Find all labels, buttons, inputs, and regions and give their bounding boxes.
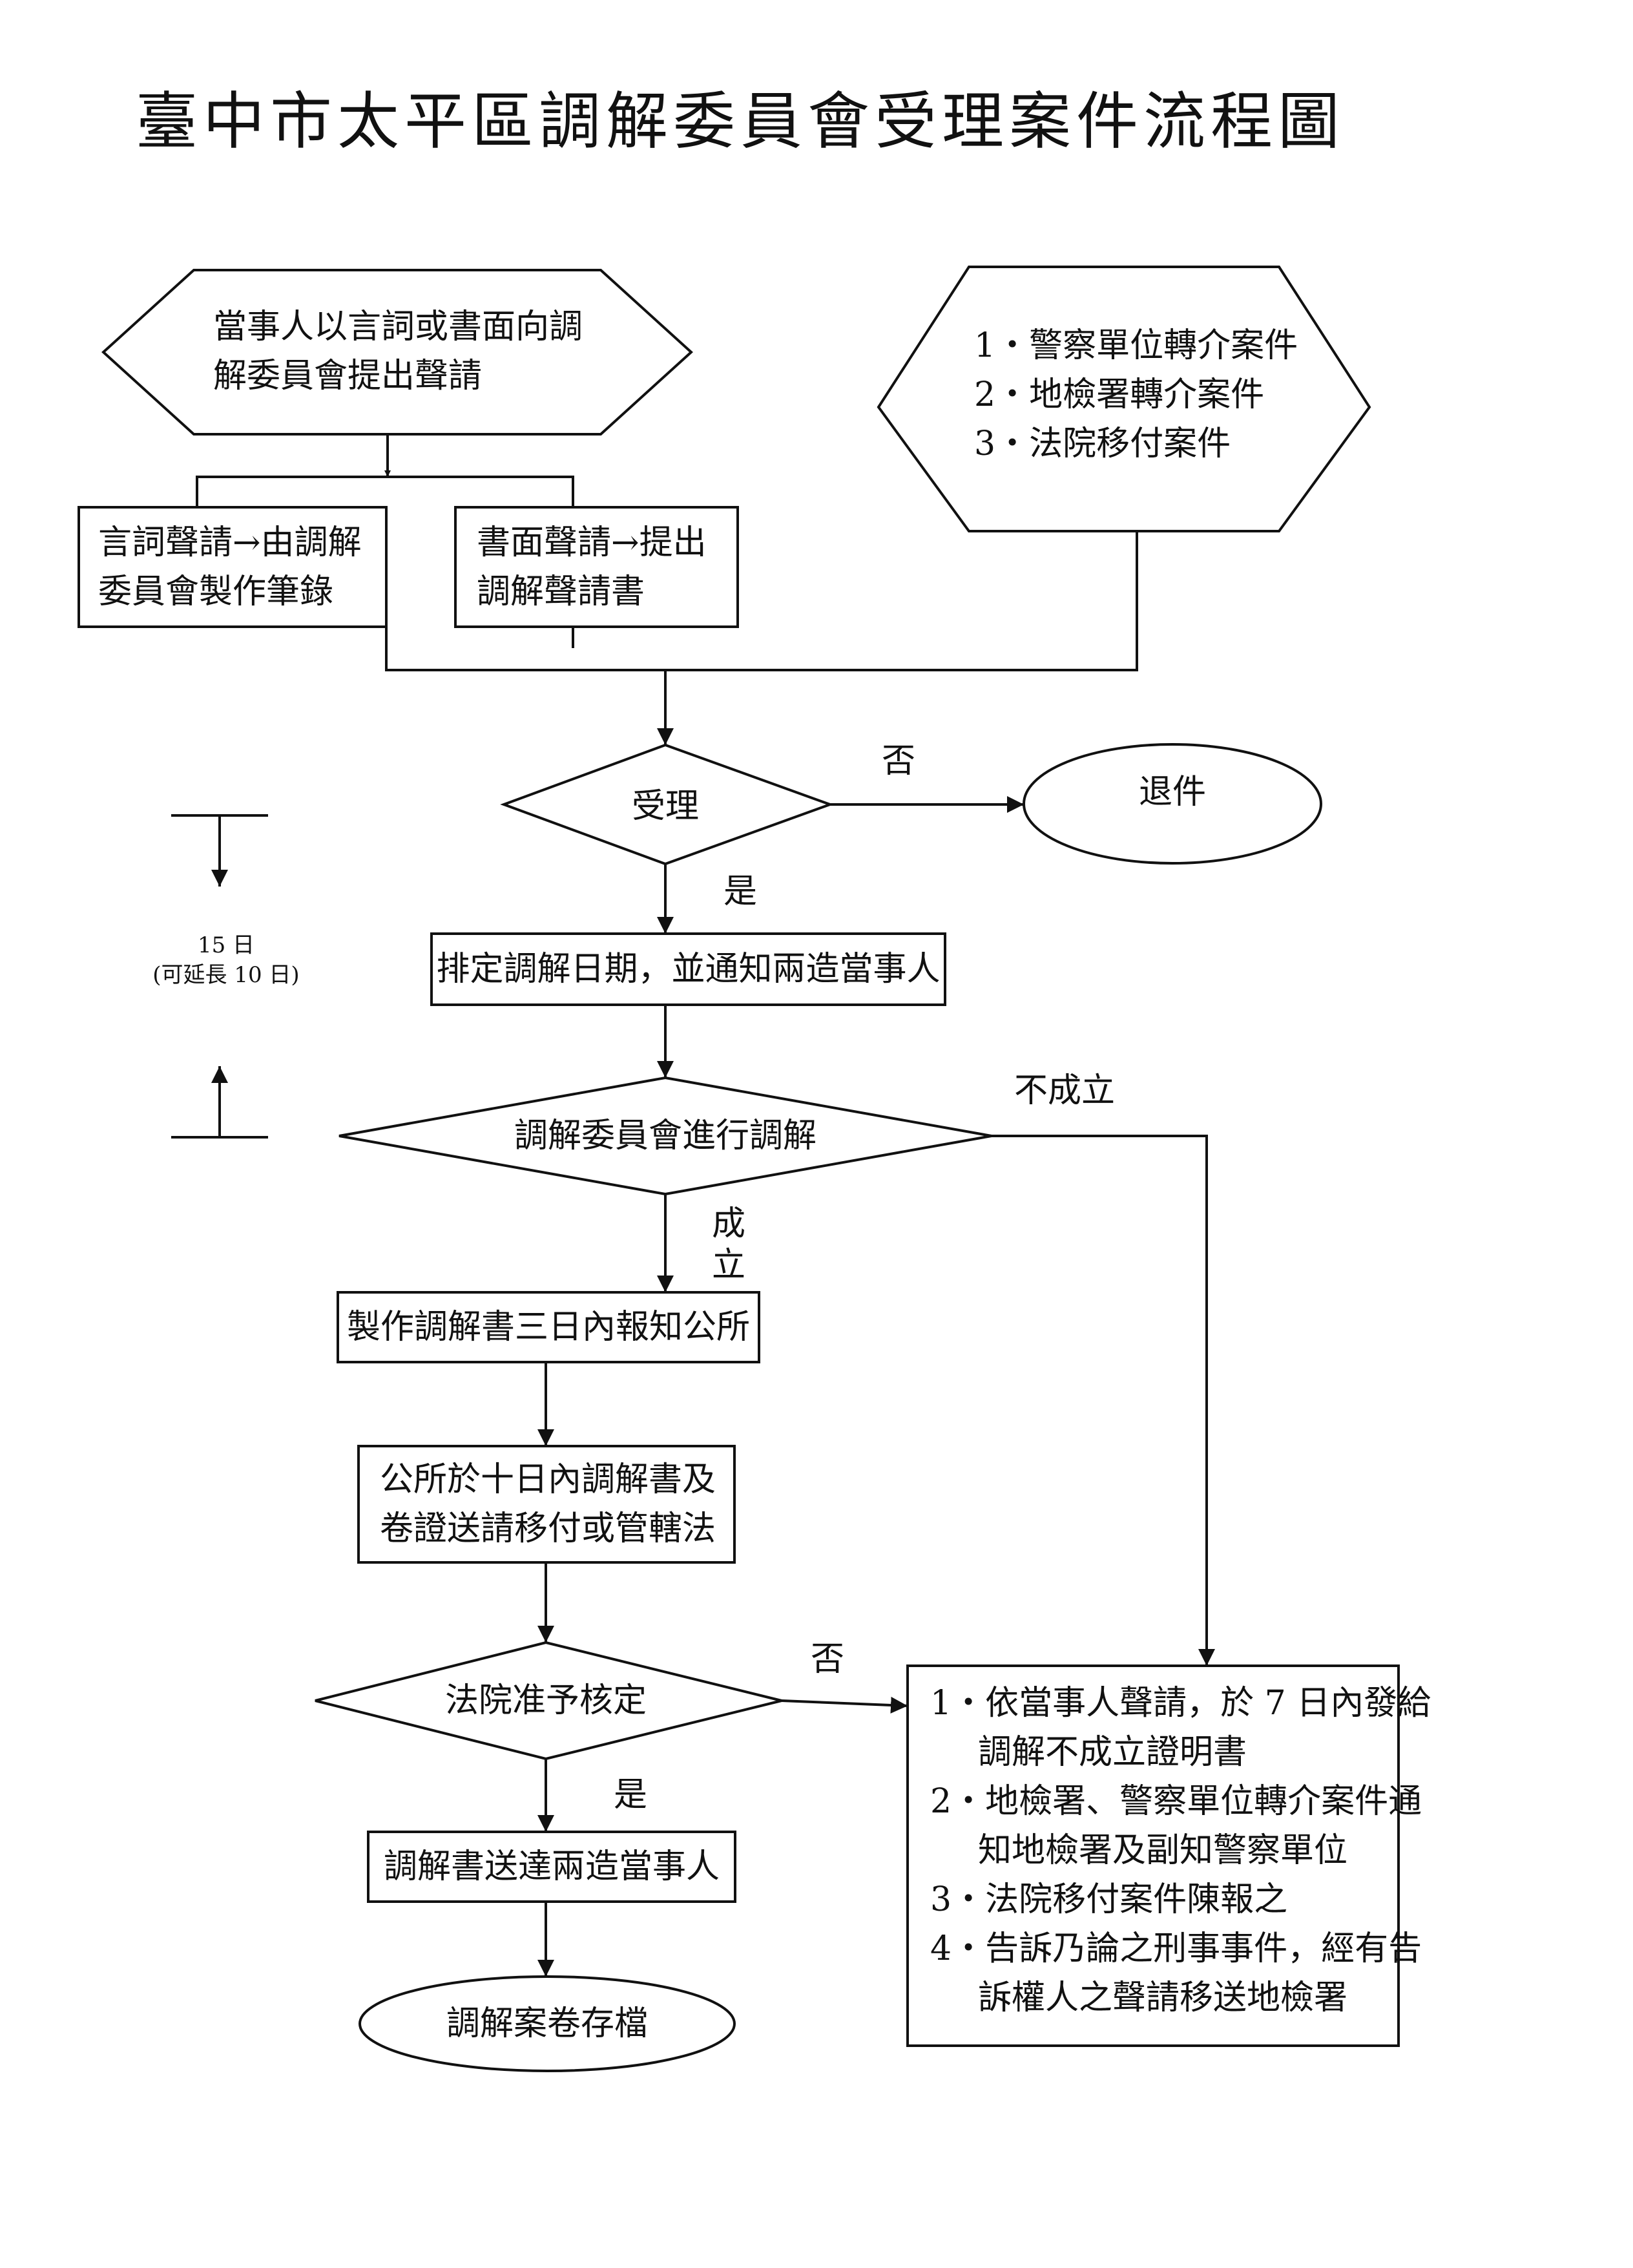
- office-send-label: 公所於十日內調解書及 卷證送請移付或管轄法: [380, 1460, 716, 1548]
- written-label: 書面聲請→提出 調解聲請書: [477, 523, 707, 611]
- failure-item-4: 4‧告訴乃論之刑事事件，經有告: [930, 1929, 1422, 1968]
- failure-item-1: 1‧依當事人聲請，於 7 日內發給: [930, 1684, 1431, 1723]
- return-label: 退件: [1138, 773, 1206, 812]
- deliver-label: 調解書送達兩造當事人: [383, 1847, 720, 1886]
- edge-label-yes-court: 是: [614, 1776, 648, 1814]
- referral-label: 1‧警察單位轉介案件 2‧地檢署轉介案件 3‧法院移付案件: [974, 326, 1298, 463]
- schedule-box: [430, 932, 946, 1006]
- merge-line: [385, 531, 1138, 671]
- failure-box: [906, 1664, 1400, 2047]
- edge-label-no-accept: 否: [882, 742, 916, 781]
- failure-item-3: 3‧法院移付案件陳報之: [930, 1880, 1288, 1919]
- accept-label: 受理: [631, 787, 699, 826]
- edge-label-yes-accept: 是: [723, 872, 758, 911]
- failure-item-2: 2‧地檢署、警察單位轉介案件通: [930, 1782, 1422, 1821]
- archive-label: 調解案卷存檔: [446, 2004, 648, 2043]
- failure-item-4-cont: 訴權人之聲請移送地檢署: [978, 1979, 1348, 2017]
- split-bar: [196, 476, 574, 507]
- make-doc-label: 製作調解書三日內報知公所: [346, 1308, 750, 1347]
- written-box: [454, 506, 739, 628]
- oral-box: [78, 506, 388, 628]
- edge-label-success: 成立: [711, 1204, 745, 1285]
- make-doc-box: [337, 1291, 760, 1363]
- timeline-label: 15 日 (可延長 10 日): [149, 930, 304, 990]
- mediate-label: 調解委員會進行調解: [514, 1117, 816, 1155]
- failure-item-2-cont: 知地檢署及副知警察單位: [978, 1831, 1348, 1870]
- page-title: 臺中市太平區調解委員會受理案件流程圖: [136, 85, 1345, 158]
- timeline-days: 15 日: [197, 932, 255, 958]
- timeline-extend: (可延長 10 日): [152, 962, 300, 988]
- arrow-court-failure: [781, 1696, 908, 1714]
- apply-label: 當事人以言詞或書面向調 解委員會提出聲請: [213, 308, 583, 395]
- edge-label-no-court: 否: [811, 1640, 845, 1679]
- oral-label: 言詞聲請→由調解 委員會製作筆錄: [98, 523, 362, 611]
- referral-hexagon: [877, 266, 1371, 532]
- deliver-box: [367, 1831, 736, 1903]
- schedule-label: 排定調解日期，並通知兩造當事人: [436, 950, 941, 989]
- edge-label-fail: 不成立: [1014, 1071, 1116, 1110]
- failure-item-1-cont: 調解不成立證明書: [978, 1733, 1247, 1772]
- court-label: 法院准予核定: [444, 1681, 647, 1720]
- arrow-mediate-failure: [992, 1135, 1215, 1666]
- failure-list: 1‧依當事人聲請，於 7 日內發給 調解不成立證明書 2‧地檢署、警察單位轉介案…: [930, 1679, 1431, 2022]
- apply-hexagon: [101, 269, 693, 436]
